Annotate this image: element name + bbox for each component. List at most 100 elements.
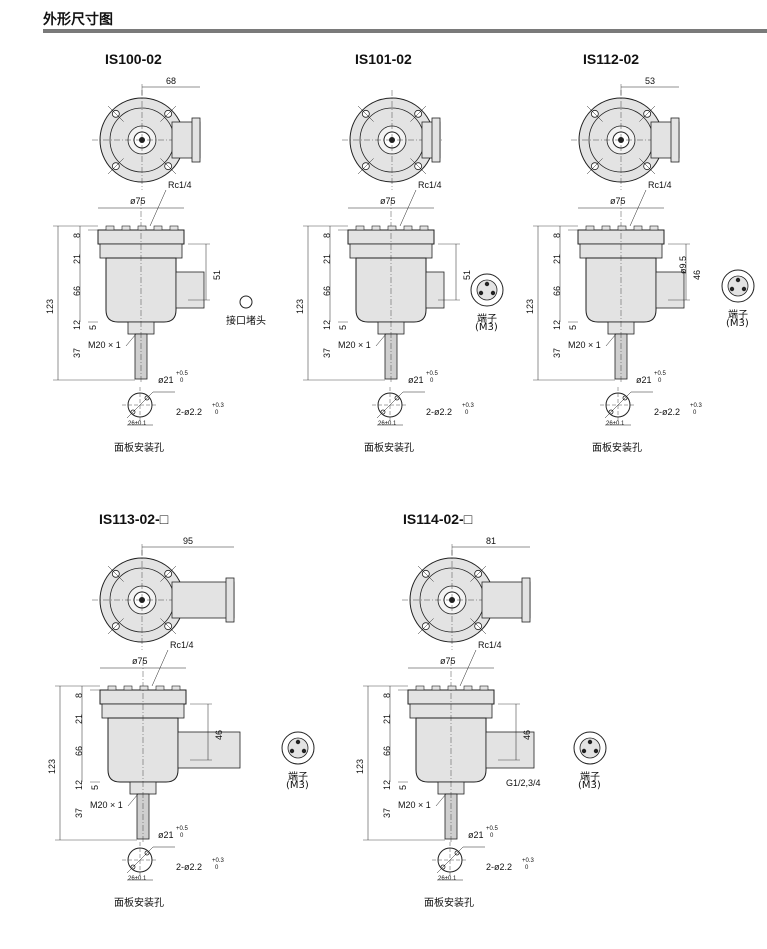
height-dimension: 51 bbox=[462, 269, 472, 280]
diameter-75-label: ø75 bbox=[380, 196, 396, 206]
pin-pitch-label: 26±0.1 bbox=[438, 876, 457, 882]
height-dimension: 51 bbox=[212, 269, 222, 280]
diameter-75-label: ø75 bbox=[130, 196, 146, 206]
panel-hole-tol-plus: +0.5 bbox=[426, 371, 438, 377]
panel-hole-tol-zero: 0 bbox=[180, 833, 184, 839]
pin-pitch-label: 26±0.1 bbox=[378, 421, 397, 427]
model-name: IS100-02 bbox=[105, 51, 162, 67]
panel-hole-tol-plus: +0.5 bbox=[486, 826, 498, 832]
pin-hole-tol-zero: 0 bbox=[465, 410, 469, 416]
dim-123: 123 bbox=[47, 758, 57, 774]
screw-head bbox=[463, 685, 473, 691]
thread-m20-label: M20 × 1 bbox=[568, 340, 601, 350]
terminal-label: 端子 bbox=[580, 772, 600, 783]
pin-hole-tol-zero: 0 bbox=[693, 410, 697, 416]
dim-5: 5 bbox=[90, 784, 100, 790]
connector-cap bbox=[191, 117, 201, 163]
panel-cutout-caption: 面板安装孔 bbox=[114, 898, 164, 909]
dim-66: 66 bbox=[322, 285, 332, 296]
pin-hole-tol-zero: 0 bbox=[215, 410, 219, 416]
panel-cutout-caption: 面板安装孔 bbox=[114, 443, 164, 454]
dim-5: 5 bbox=[398, 784, 408, 790]
panel-hole-tol-plus: +0.5 bbox=[176, 826, 188, 832]
pin-hole-label: 2-ø2.2 bbox=[176, 862, 203, 872]
screw-head bbox=[387, 225, 397, 231]
pin-hole-tol-plus: +0.3 bbox=[212, 858, 224, 864]
dim-8: 8 bbox=[74, 692, 84, 698]
terminal-pin bbox=[295, 739, 301, 745]
pin-hole-label: 2-ø2.2 bbox=[486, 862, 513, 872]
dim-37: 37 bbox=[382, 807, 392, 818]
connector-diameter: ø9.5 bbox=[678, 255, 688, 274]
screw-head bbox=[447, 685, 457, 691]
dim-37: 37 bbox=[74, 807, 84, 818]
pin-hole-tol-plus: +0.3 bbox=[212, 403, 224, 409]
pin-pitch-label: 26±0.1 bbox=[128, 876, 147, 882]
dim-66: 66 bbox=[74, 745, 84, 756]
screw-head bbox=[633, 225, 643, 231]
plug-icon bbox=[239, 295, 253, 309]
diameter-75-label: ø75 bbox=[610, 196, 626, 206]
conduit-thread-label: G1/2,3/4 bbox=[506, 778, 541, 788]
screw-head bbox=[585, 225, 595, 231]
dim-37: 37 bbox=[552, 347, 562, 358]
screw-head bbox=[419, 225, 429, 231]
dim-12: 12 bbox=[382, 779, 392, 790]
pin-hole-label: 2-ø2.2 bbox=[654, 407, 681, 417]
height-dimension: 46 bbox=[692, 269, 702, 280]
panel-hole-tol-zero: 0 bbox=[658, 378, 662, 384]
panel-cutout-caption: 面板安装孔 bbox=[592, 443, 642, 454]
terminal-size-label: (M3) bbox=[578, 780, 601, 791]
screw-head bbox=[171, 685, 181, 691]
screw-head bbox=[139, 685, 149, 691]
panel-hole-diameter: ø21 bbox=[468, 830, 484, 840]
dim-66: 66 bbox=[72, 285, 82, 296]
rc-thread-label: Rc1/4 bbox=[478, 640, 502, 650]
model-name: IS112-02 bbox=[583, 51, 640, 67]
dim-123: 123 bbox=[295, 298, 305, 314]
rc-thread-label: Rc1/4 bbox=[170, 640, 194, 650]
terminal-face bbox=[287, 737, 309, 759]
terminal-size-label: (M3) bbox=[286, 780, 309, 791]
width-dimension: 95 bbox=[183, 536, 194, 546]
screw-head bbox=[371, 225, 381, 231]
screw-head bbox=[649, 225, 659, 231]
screw-head bbox=[123, 685, 133, 691]
terminal-size-label: (M3) bbox=[475, 322, 498, 333]
dim-123: 123 bbox=[355, 758, 365, 774]
terminal-face bbox=[476, 279, 498, 301]
screw-head bbox=[153, 225, 163, 231]
screw-head bbox=[169, 225, 179, 231]
width-dimension: 68 bbox=[166, 76, 177, 86]
dim-8: 8 bbox=[72, 232, 82, 238]
model-name: IS113-02-□ bbox=[99, 511, 169, 527]
dim-21: 21 bbox=[552, 253, 562, 264]
panel-hole-diameter: ø21 bbox=[636, 375, 652, 385]
thread-m20-label: M20 × 1 bbox=[88, 340, 121, 350]
diameter-75-label: ø75 bbox=[132, 656, 148, 666]
dim-21: 21 bbox=[322, 253, 332, 264]
panel-cutout-caption: 面板安装孔 bbox=[424, 898, 474, 909]
terminal-pin bbox=[490, 290, 496, 296]
terminal-face bbox=[727, 275, 749, 297]
terminal-pin bbox=[741, 286, 747, 292]
connector-cap bbox=[670, 117, 680, 163]
terminal-pin bbox=[289, 748, 295, 754]
panel-hole-tol-plus: +0.5 bbox=[176, 371, 188, 377]
height-dimension: 46 bbox=[522, 729, 532, 740]
terminal-size-label: (M3) bbox=[726, 318, 749, 329]
terminal-face bbox=[579, 737, 601, 759]
terminal-label: 端子 bbox=[477, 314, 497, 325]
dim-123: 123 bbox=[525, 298, 535, 314]
dim-37: 37 bbox=[322, 347, 332, 358]
screw-head bbox=[415, 685, 425, 691]
pin-hole-tol-plus: +0.3 bbox=[522, 858, 534, 864]
dim-66: 66 bbox=[552, 285, 562, 296]
title-rule bbox=[43, 29, 767, 33]
pin-hole-tol-plus: +0.3 bbox=[462, 403, 474, 409]
dim-21: 21 bbox=[72, 253, 82, 264]
screw-head bbox=[121, 225, 131, 231]
pin-hole-label: 2-ø2.2 bbox=[426, 407, 453, 417]
terminal-pin bbox=[587, 739, 593, 745]
panel-hole-diameter: ø21 bbox=[408, 375, 424, 385]
